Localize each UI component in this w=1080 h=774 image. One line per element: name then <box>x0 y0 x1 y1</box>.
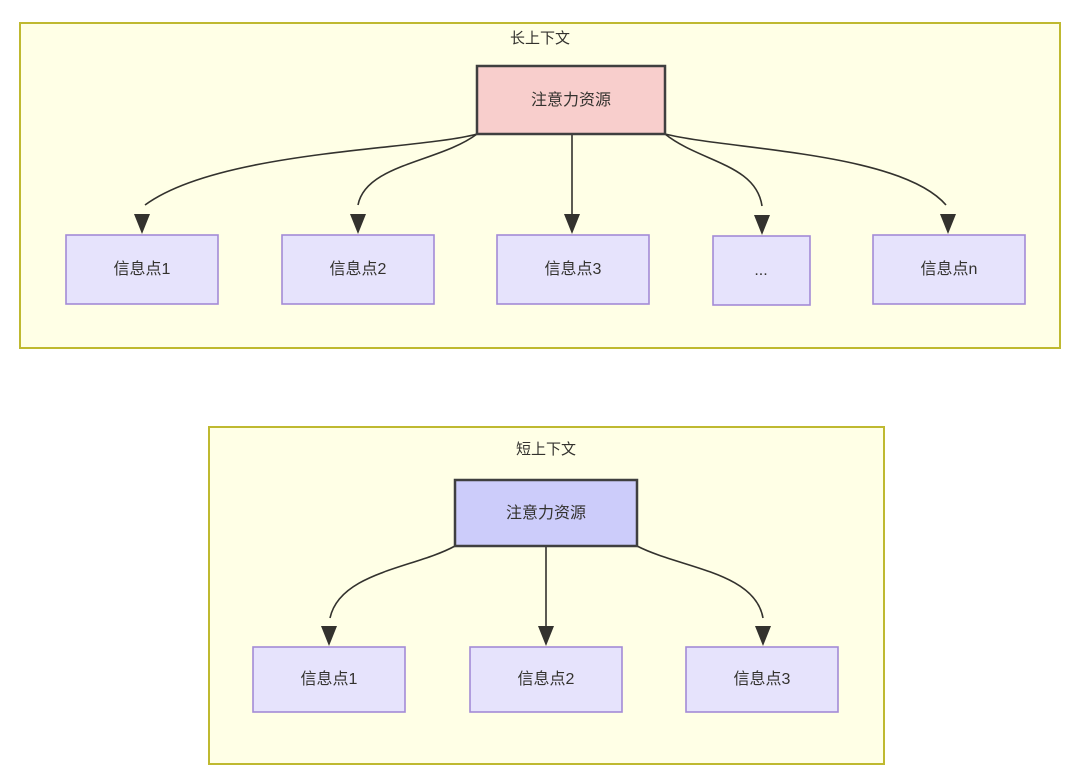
node-label: ... <box>754 262 767 279</box>
node-label: 注意力资源 <box>506 503 586 522</box>
group-short-context[interactable]: 短上下文 注意力资源 信息点1 信息点 <box>208 426 885 765</box>
node-info-point-2-long[interactable]: 信息点2 <box>281 234 435 305</box>
node-box[interactable] <box>469 646 623 713</box>
node-box[interactable] <box>496 234 650 305</box>
node-label: 信息点1 <box>114 260 171 278</box>
node-label: 信息点2 <box>518 670 575 688</box>
node-label: 信息点3 <box>734 670 791 688</box>
edge-root-to-info1 <box>329 545 456 619</box>
edge-root-to-info1 <box>144 133 478 206</box>
node-label: 信息点1 <box>301 670 358 688</box>
arrowhead-info3 <box>755 626 771 646</box>
node-box[interactable] <box>252 646 406 713</box>
node-info-point-3-short[interactable]: 信息点3 <box>685 646 839 713</box>
node-box[interactable] <box>712 235 811 306</box>
arrowhead-info2 <box>538 626 554 646</box>
node-label: 信息点n <box>921 260 978 278</box>
node-info-point-n-long[interactable]: 信息点n <box>872 234 1026 305</box>
edge-root-to-infon <box>664 133 947 206</box>
node-info-point-1-short[interactable]: 信息点1 <box>252 646 406 713</box>
arrowhead-info2 <box>350 214 366 234</box>
group-title-long-context: 长上下文 <box>510 30 570 47</box>
group-long-context[interactable]: 长上下文 注意力资源 信息 <box>19 22 1061 349</box>
edges-short-context <box>321 545 771 646</box>
arrowhead-infon <box>940 214 956 234</box>
node-box[interactable] <box>281 234 435 305</box>
node-info-point-2-short[interactable]: 信息点2 <box>469 646 623 713</box>
edges-long-context <box>134 133 956 235</box>
edge-root-to-ellipsis <box>664 133 763 207</box>
arrowhead-info3 <box>564 214 580 234</box>
node-info-point-3-long[interactable]: 信息点3 <box>496 234 650 305</box>
node-box[interactable] <box>475 64 667 136</box>
node-info-point-ellipsis-long[interactable]: ... <box>712 235 811 306</box>
node-box[interactable] <box>872 234 1026 305</box>
node-attention-resource-short[interactable]: 注意力资源 <box>453 478 639 548</box>
edge-root-to-info2 <box>357 133 478 206</box>
arrowhead-ellipsis <box>754 215 770 235</box>
group-title-short-context: 短上下文 <box>516 441 576 458</box>
node-attention-resource-long[interactable]: 注意力资源 <box>475 64 667 136</box>
node-box[interactable] <box>453 478 639 548</box>
edge-root-to-info3 <box>636 545 764 619</box>
arrowhead-info1 <box>134 214 150 234</box>
node-info-point-1-long[interactable]: 信息点1 <box>65 234 219 305</box>
node-label: 信息点2 <box>330 260 387 278</box>
node-box[interactable] <box>685 646 839 713</box>
node-label: 信息点3 <box>545 260 602 278</box>
node-label: 注意力资源 <box>531 90 611 109</box>
node-box[interactable] <box>65 234 219 305</box>
arrowhead-info1 <box>321 626 337 646</box>
